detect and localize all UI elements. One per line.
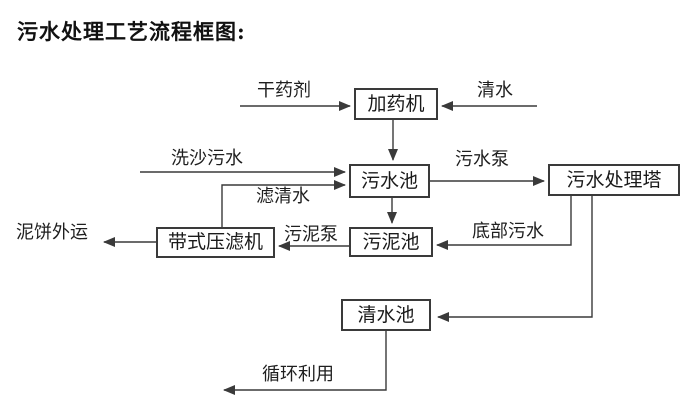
node-dosing-machine: 加药机	[354, 88, 438, 120]
label-recycle-use: 循环利用	[262, 364, 334, 385]
label-bottom-sewage: 底部污水	[472, 221, 544, 242]
node-belt-filter-press: 带式压滤机	[156, 227, 275, 258]
edge-clear-pool-to-recycle	[223, 331, 387, 395]
node-sewage-pool: 污水池	[349, 164, 430, 198]
edge-tower-to-clear-pool	[437, 196, 593, 322]
label-sewage-pump: 污水泵	[455, 149, 509, 170]
label-mud-cake-outbound: 泥饼外运	[16, 222, 88, 243]
page-title: 污水处理工艺流程框图:	[17, 19, 246, 44]
node-sludge-pool: 污泥池	[349, 227, 433, 257]
node-sewage-treatment-tower: 污水处理塔	[548, 164, 680, 196]
label-filtered-water: 滤清水	[256, 186, 310, 207]
edge-tower-to-sludge-pool	[436, 196, 572, 250]
label-sand-washing-sewage: 洗沙污水	[171, 148, 243, 169]
label-clean-water: 清水	[477, 80, 513, 101]
label-sludge-pump: 污泥泵	[284, 224, 338, 245]
label-dry-agent: 干药剂	[257, 80, 311, 101]
edge-press-to-sewage-pool	[221, 180, 346, 227]
node-clear-water-pool: 清水池	[341, 299, 431, 331]
